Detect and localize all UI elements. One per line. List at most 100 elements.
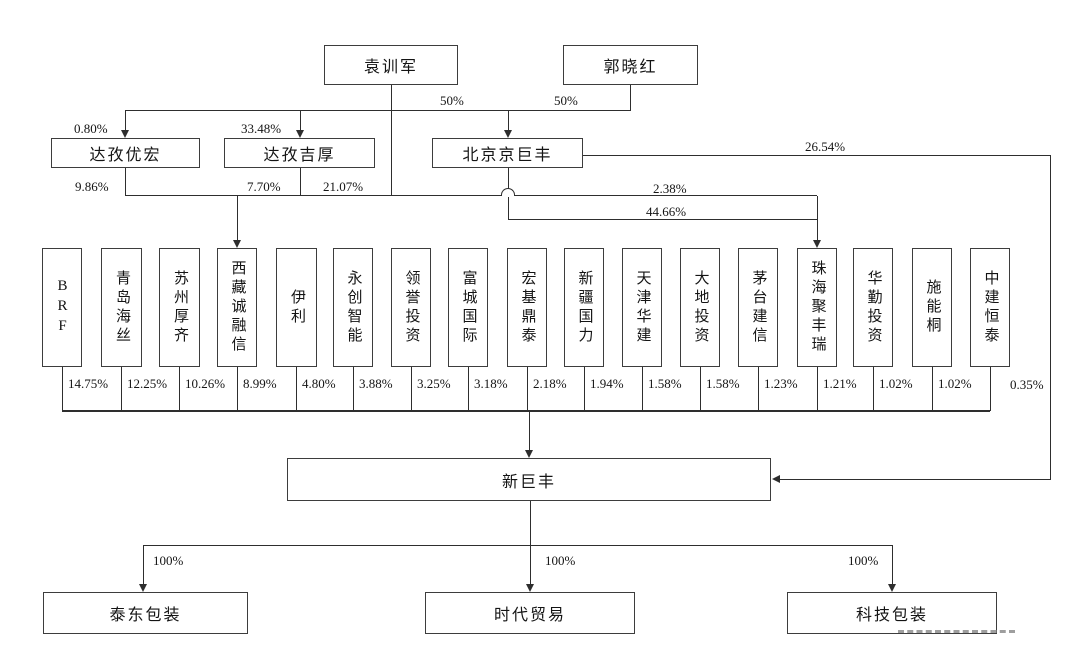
edge-label: 10.26% [185, 376, 226, 391]
node-dazi-jihou: 达孜吉厚 [224, 138, 375, 168]
node-label: 新巨丰 [501, 473, 556, 491]
connector-stub [584, 367, 585, 411]
connector-stub [817, 367, 818, 411]
edge-label: 1.94% [590, 376, 624, 391]
edge-label: 14.75% [68, 376, 109, 391]
connector-mid-bus-left [125, 195, 502, 196]
edge-label: 33.48% [241, 121, 282, 136]
edge-label: 1.23% [764, 376, 798, 391]
connector-stub [411, 367, 412, 411]
connector-stub [758, 367, 759, 411]
edge-label: 12.25% [127, 376, 168, 391]
arrowhead-down [139, 584, 147, 592]
node-shareholder: 领誉投资 [391, 248, 431, 367]
arrowhead-down [888, 584, 896, 592]
arrowhead-down [813, 240, 821, 248]
edge-label: 8.99% [243, 376, 277, 391]
node-shareholder: 中建恒泰 [970, 248, 1010, 367]
node-shareholder: 天津华建 [622, 248, 662, 367]
connector-drop-company [529, 412, 530, 451]
arrowhead-down [526, 584, 534, 592]
node-shareholder: BRF [42, 248, 82, 367]
arrowhead-down [504, 130, 512, 138]
node-label: 富城国际 [460, 269, 477, 346]
node-shareholder: 华勤投资 [853, 248, 893, 367]
edge-label: 1.58% [706, 376, 740, 391]
node-xinjufeng: 新巨丰 [287, 458, 771, 501]
node-yuan-xunjun: 袁训军 [324, 45, 458, 85]
edge-label: 2.38% [653, 181, 687, 196]
connector-2654-right [1050, 155, 1051, 480]
node-label: 华勤投资 [865, 269, 882, 346]
edge-label: 21.07% [323, 179, 364, 194]
node-shareholder: 茅台建信 [738, 248, 778, 367]
edge-label: 3.18% [474, 376, 508, 391]
node-label: BRF [54, 277, 71, 338]
connector-drop-shidai [530, 545, 531, 585]
node-label: 达孜优宏 [89, 147, 162, 164]
arrowhead-left [772, 475, 780, 483]
node-label: 泰东包装 [109, 607, 182, 624]
connector-drop-taidong [143, 545, 144, 585]
edge-label: 1.02% [879, 376, 913, 391]
connector-stub [179, 367, 180, 411]
node-label: 青岛海丝 [114, 269, 130, 346]
node-label: 西藏诚融信 [229, 260, 246, 355]
connector-stub [527, 367, 528, 411]
connector-collector-bus [62, 410, 990, 412]
connector-stub [700, 367, 701, 411]
node-label: 伊利 [289, 288, 305, 327]
edge-label: 50% [554, 93, 578, 108]
connector-yuan-down [391, 85, 392, 196]
node-dazi-youhong: 达孜优宏 [51, 138, 200, 168]
arrowhead-down [296, 130, 304, 138]
node-label: 茅台建信 [750, 269, 767, 346]
node-shareholder: 富城国际 [448, 248, 488, 367]
edge-label: 1.21% [823, 376, 857, 391]
edge-label: 9.86% [75, 179, 109, 194]
connector-4466-line [508, 219, 818, 220]
node-label: 科技包装 [855, 607, 928, 624]
node-label: 大地投资 [692, 269, 709, 346]
node-shareholder: 永创智能 [333, 248, 373, 367]
edge-label: 100% [545, 553, 576, 568]
connector-2654-top [583, 155, 1051, 156]
watermark-line [898, 630, 1015, 633]
node-label: 北京京巨丰 [462, 147, 553, 164]
connector-stub [62, 367, 63, 411]
connector-stub [873, 367, 874, 411]
connector-top-bus [125, 110, 631, 111]
node-label: 新疆国力 [576, 269, 593, 346]
connector-youhong-down [125, 168, 126, 196]
connector-stub [121, 367, 122, 411]
node-label: 永创智能 [345, 269, 362, 346]
arrowhead-down [121, 130, 129, 138]
connector-stub [468, 367, 469, 411]
connector-2654-bottom [780, 479, 1051, 480]
connector-company-down [530, 501, 531, 546]
line-hop [501, 188, 515, 196]
node-keji-baozhuang: 科技包装 [787, 592, 997, 634]
connector-drop-jihou [300, 110, 301, 131]
node-label: 领誉投资 [403, 269, 420, 346]
connector-beijing-down-upper [508, 168, 509, 190]
node-label: 宏基鼎泰 [519, 269, 536, 346]
edge-label: 26.54% [805, 139, 846, 154]
node-beijing-jingjufeng: 北京京巨丰 [432, 138, 583, 168]
connector-drop-xizang [237, 196, 238, 241]
node-label: 天津华建 [634, 269, 651, 346]
edge-label: 1.02% [938, 376, 972, 391]
edge-label: 7.70% [247, 179, 281, 194]
edge-label: 100% [848, 553, 879, 568]
node-shareholder: 宏基鼎泰 [507, 248, 547, 367]
node-label: 达孜吉厚 [263, 147, 336, 164]
node-label: 袁训军 [363, 59, 418, 76]
connector-stub [296, 367, 297, 411]
connector-beijing-down-lower [508, 197, 509, 220]
node-shareholder: 珠海聚丰瑞 [797, 248, 837, 367]
node-label: 苏州厚齐 [172, 269, 188, 346]
node-label: 珠海聚丰瑞 [809, 260, 826, 355]
node-shareholder: 苏州厚齐 [159, 248, 200, 367]
node-label: 郭晓红 [603, 59, 658, 76]
